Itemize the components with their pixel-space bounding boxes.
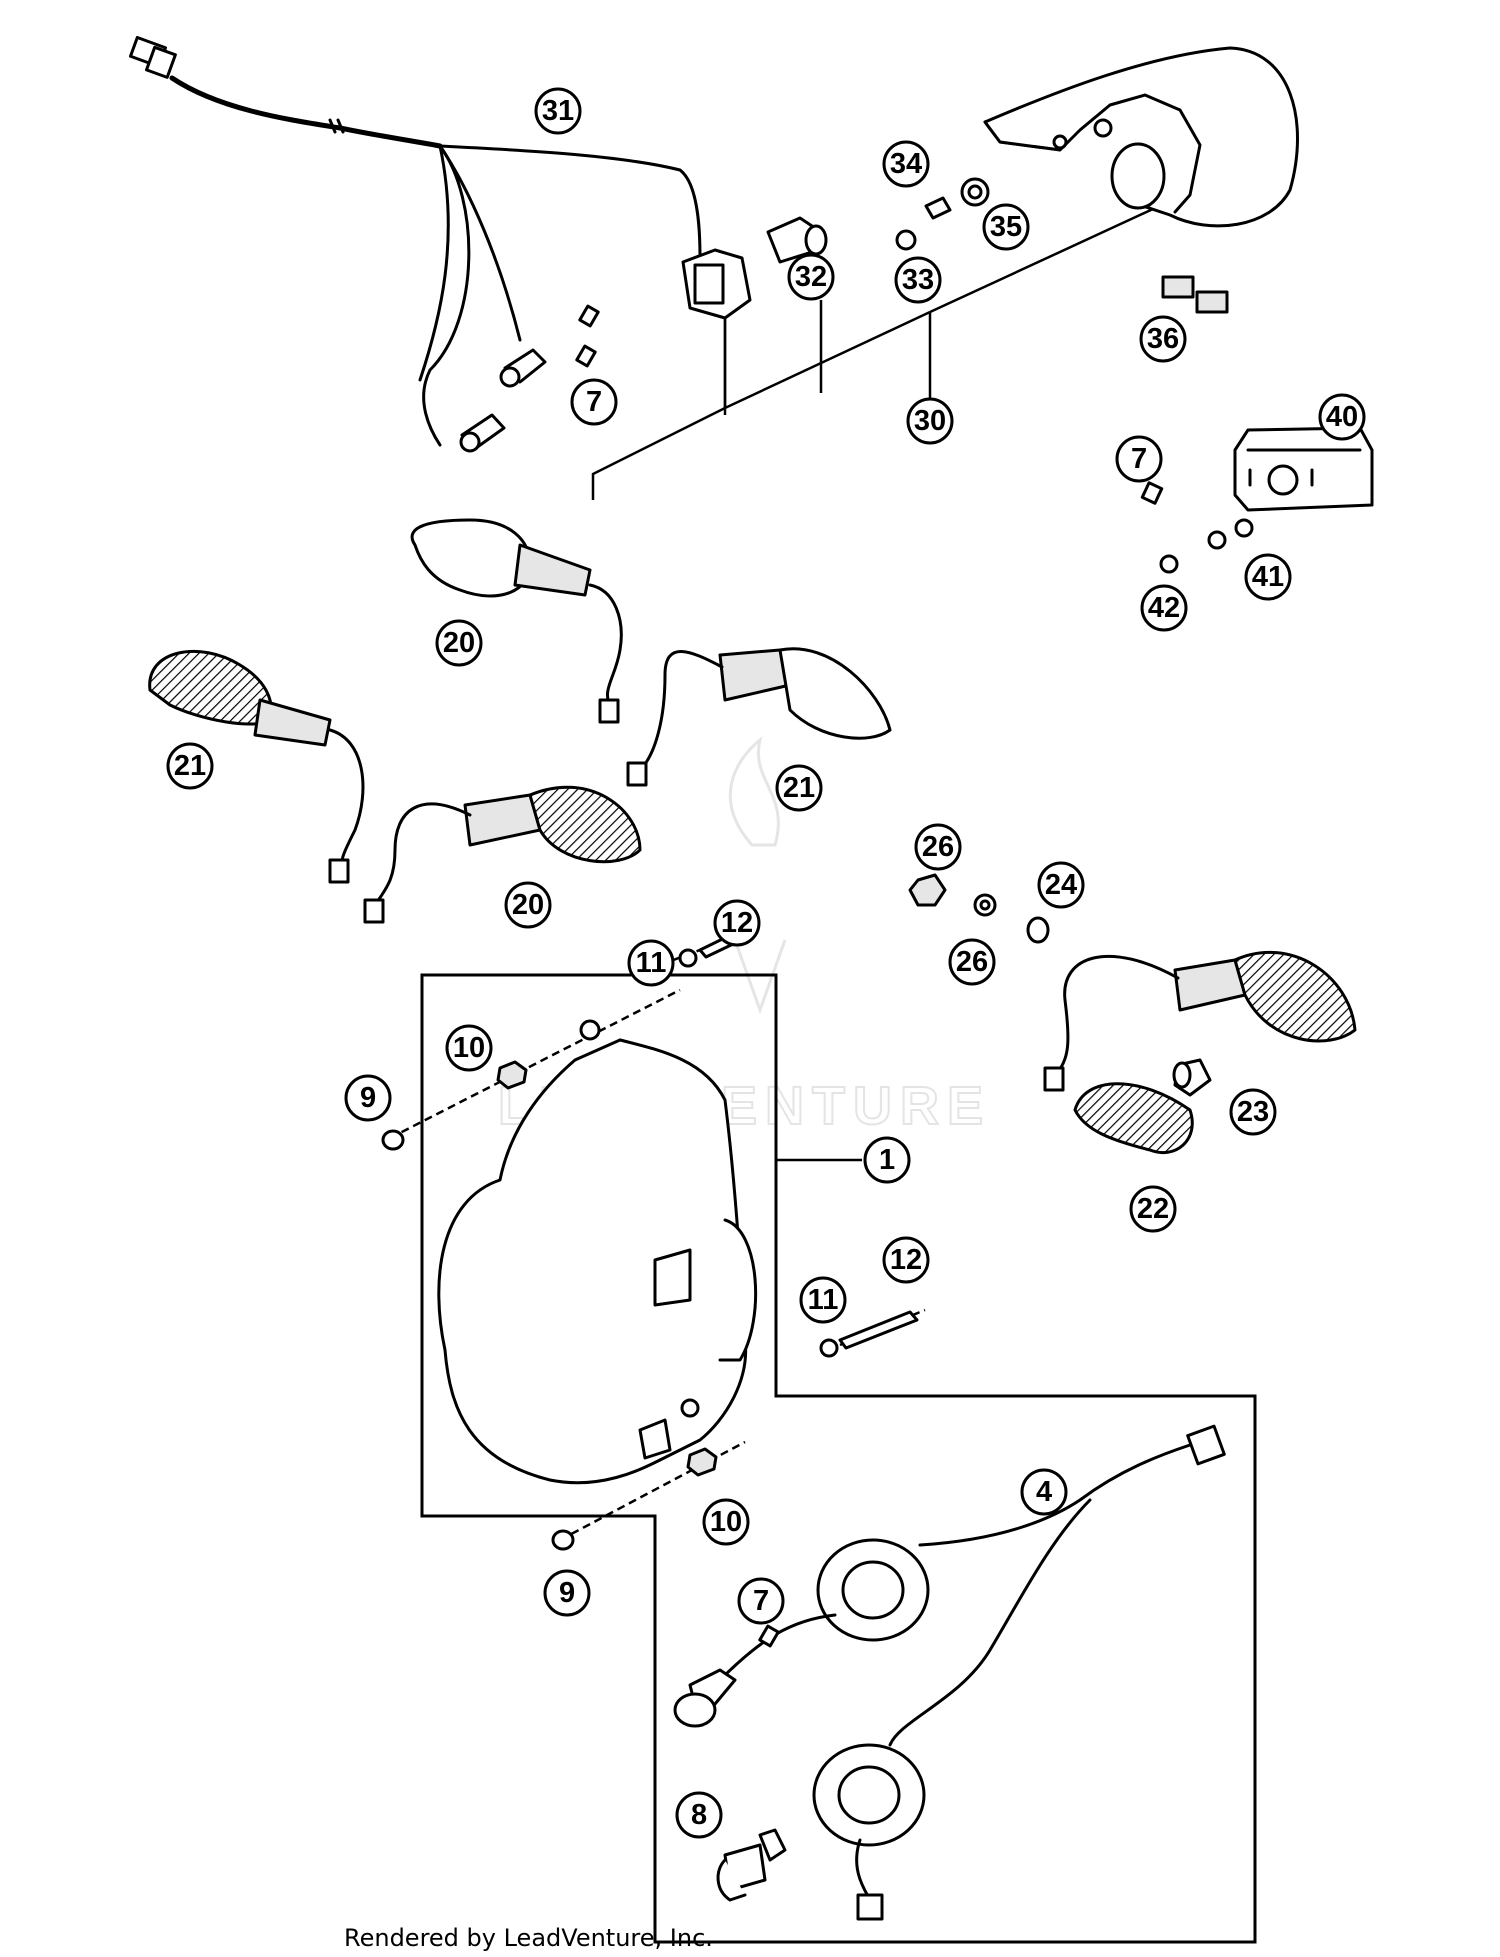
svg-text:20: 20 — [443, 627, 475, 659]
small-hardware-33-34-35 — [895, 177, 990, 251]
svg-text:10: 10 — [453, 1032, 485, 1064]
callout-40: 40 — [1318, 393, 1366, 441]
svg-text:36: 36 — [1147, 323, 1179, 355]
callout-31: 31 — [534, 87, 582, 135]
callout-21-left: 21 — [166, 742, 214, 790]
callout-11-bottom: 11 — [799, 1276, 847, 1324]
callout-20-bottom: 20 — [504, 881, 552, 929]
turn-signal-21-right — [626, 647, 892, 787]
svg-text:26: 26 — [922, 831, 954, 863]
callout-30: 30 — [906, 397, 954, 445]
svg-text:26: 26 — [956, 946, 988, 978]
svg-text:34: 34 — [890, 148, 922, 180]
svg-text:40: 40 — [1326, 401, 1358, 433]
callout-26-top: 26 — [914, 823, 962, 871]
tail-light-housing — [983, 46, 1299, 228]
wedge-bulbs-7-top — [575, 304, 600, 368]
callout-33: 33 — [894, 256, 942, 304]
callout-12-bottom: 12 — [882, 1236, 930, 1284]
callout-8: 8 — [675, 1791, 723, 1839]
callout-1: 1 — [863, 1136, 911, 1184]
svg-text:32: 32 — [795, 261, 827, 293]
tail-bulb-32 — [766, 216, 828, 264]
svg-text:12: 12 — [721, 907, 753, 939]
callout-35: 35 — [982, 203, 1030, 251]
turn-signal-20-bottom — [363, 785, 642, 924]
callout-7-right: 7 — [1115, 435, 1163, 483]
license-plate-light-40 — [1140, 426, 1374, 574]
svg-text:35: 35 — [990, 211, 1022, 243]
callout-36: 36 — [1139, 315, 1187, 363]
callout-32: 32 — [787, 253, 835, 301]
svg-text:11: 11 — [808, 1284, 839, 1316]
svg-text:21: 21 — [174, 750, 206, 782]
callout-12-top: 12 — [713, 899, 761, 947]
svg-text:21: 21 — [783, 772, 815, 804]
callout-42: 42 — [1140, 584, 1188, 632]
svg-text:33: 33 — [902, 264, 934, 296]
svg-text:31: 31 — [542, 95, 574, 127]
svg-text:20: 20 — [512, 889, 544, 921]
callout-34: 34 — [882, 140, 930, 188]
rear-small-bulbs — [459, 348, 547, 453]
turn-signal-21-left — [148, 649, 365, 884]
svg-text:7: 7 — [586, 386, 602, 418]
svg-text:41: 41 — [1252, 561, 1284, 593]
callout-22: 22 — [1129, 1185, 1177, 1233]
svg-text:9: 9 — [559, 1577, 575, 1609]
svg-text:24: 24 — [1045, 869, 1077, 901]
turn-signal-right-assembly — [1043, 950, 1357, 1155]
callout-21-right: 21 — [775, 764, 823, 812]
svg-text:12: 12 — [890, 1244, 922, 1276]
svg-text:10: 10 — [710, 1506, 742, 1538]
callout-11-top: 11 — [627, 939, 675, 987]
callout-10-bottom: 10 — [702, 1498, 750, 1546]
svg-text:7: 7 — [1131, 443, 1147, 475]
headlight-housing — [437, 1019, 758, 1485]
callout-7-bottom: 7 — [737, 1577, 785, 1625]
svg-text:1: 1 — [879, 1144, 895, 1176]
parking-light-harness-4 — [718, 1424, 1226, 1921]
svg-text:30: 30 — [914, 405, 946, 437]
footer-credit: Rendered by LeadVenture, Inc. — [344, 1924, 713, 1952]
tail-socket — [681, 248, 752, 320]
svg-text:11: 11 — [636, 947, 667, 979]
callout-26-bottom: 26 — [948, 938, 996, 986]
callout-41: 41 — [1244, 553, 1292, 601]
svg-text:4: 4 — [1036, 1476, 1052, 1508]
svg-text:42: 42 — [1148, 592, 1180, 624]
pads-36 — [1161, 275, 1229, 314]
callout-10-top: 10 — [445, 1024, 493, 1072]
svg-text:23: 23 — [1237, 1096, 1269, 1128]
headlight-assembly-frame — [420, 973, 1257, 1944]
callout-9-top: 9 — [344, 1074, 392, 1122]
callout-24: 24 — [1037, 861, 1085, 909]
callout-4: 4 — [1020, 1468, 1068, 1516]
bulbs-7-8-bottom — [673, 1624, 787, 1902]
callouts: 31 34 35 32 33 36 7 30 40 7 41 42 20 21 … — [166, 87, 1366, 1839]
svg-text:7: 7 — [753, 1585, 769, 1617]
svg-text:8: 8 — [691, 1799, 707, 1831]
callout-9-bottom: 9 — [543, 1569, 591, 1617]
svg-text:22: 22 — [1137, 1193, 1169, 1225]
callout-7-top: 7 — [570, 378, 618, 426]
callout-20-top: 20 — [435, 619, 483, 667]
hardware-24-25-26 — [908, 873, 1050, 944]
callout-23: 23 — [1229, 1088, 1277, 1136]
turn-signal-20-top — [410, 518, 623, 724]
svg-text:9: 9 — [360, 1082, 376, 1114]
rear-wiring-harness — [128, 35, 702, 447]
